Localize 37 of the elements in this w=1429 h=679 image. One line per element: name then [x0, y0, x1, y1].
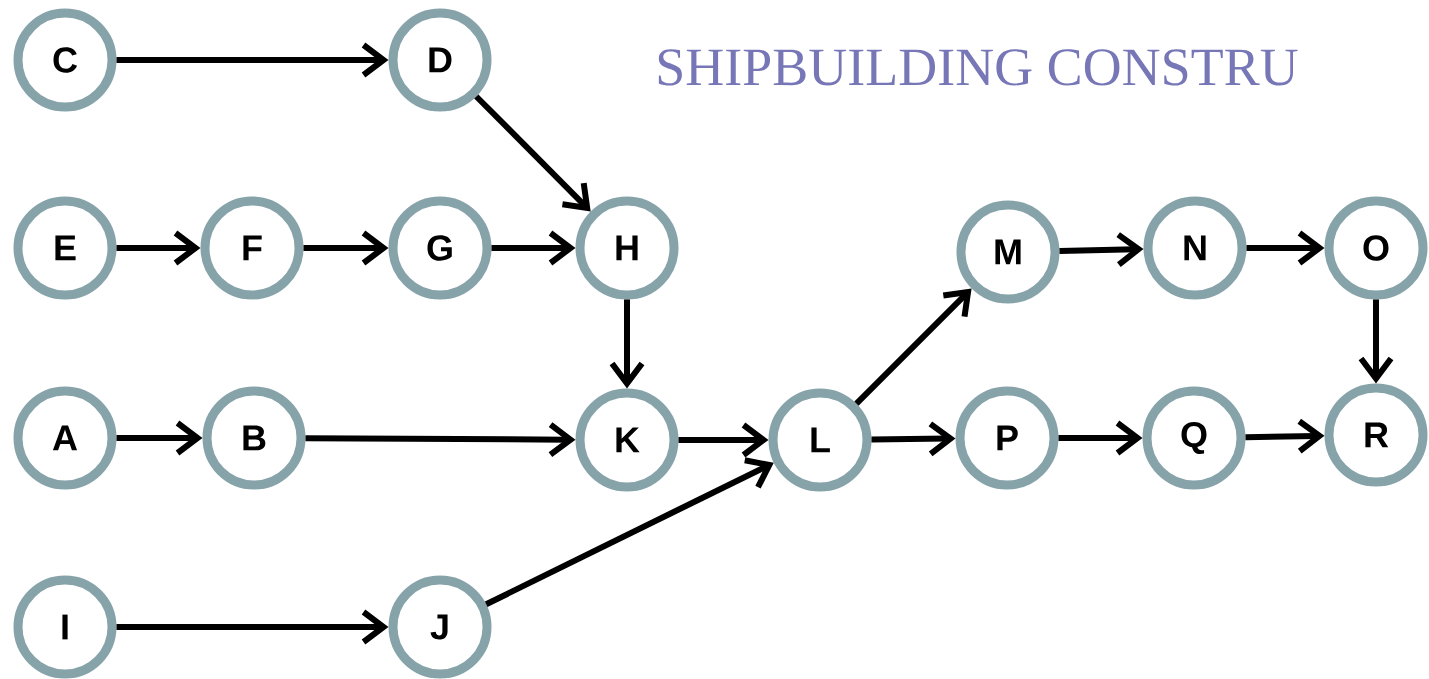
arrow — [474, 94, 591, 212]
arrow — [305, 422, 576, 457]
circle-node: J — [388, 575, 492, 679]
circle-node: N — [1143, 196, 1247, 300]
circle-node: F — [200, 196, 304, 300]
arrow — [1358, 299, 1394, 384]
circle-node: D — [388, 8, 492, 112]
arrow — [871, 421, 956, 457]
circle-node: M — [956, 200, 1060, 304]
circle-node: C — [13, 8, 117, 112]
circle-node: H — [575, 196, 679, 300]
circle-node: R — [1324, 383, 1428, 487]
arrow — [116, 230, 201, 266]
arrow — [491, 230, 576, 266]
circle-node: E — [13, 196, 117, 300]
arrow — [1246, 230, 1325, 266]
circle-node: K — [575, 388, 679, 492]
arrow — [854, 288, 972, 406]
circle-node: I — [13, 575, 117, 679]
arrow — [116, 609, 389, 645]
circle-node: G — [388, 196, 492, 300]
circle-node: L — [768, 388, 872, 492]
circle-node: P — [955, 386, 1059, 490]
arrow — [303, 230, 389, 266]
arrow — [1245, 418, 1325, 454]
heading: SHIPBUILDING CONSTRU — [658, 49, 1298, 86]
circle-node: Q — [1142, 386, 1246, 490]
arrow — [484, 457, 774, 607]
circle-node: B — [202, 386, 306, 490]
arrow — [678, 422, 769, 458]
arrow — [1058, 420, 1143, 456]
arrow — [116, 42, 389, 78]
arrow — [116, 420, 203, 456]
circle-node: O — [1324, 196, 1428, 300]
arrow — [609, 299, 645, 389]
arrow — [1059, 232, 1144, 267]
circle-node: A — [13, 386, 117, 490]
